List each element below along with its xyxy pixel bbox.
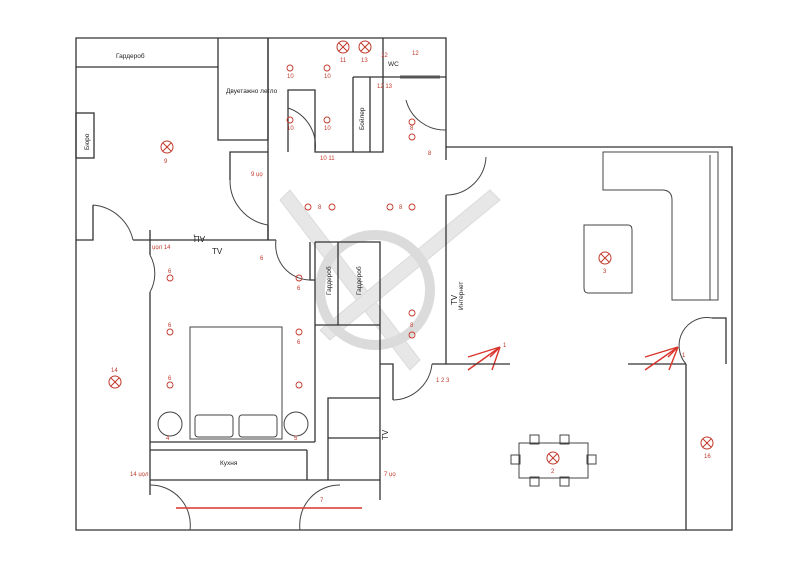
point-label: 14 ụọл bbox=[130, 472, 149, 478]
point-label: ụọл 14 bbox=[152, 245, 171, 251]
point-label: 8 bbox=[318, 205, 322, 211]
label-ac: АЦ bbox=[194, 234, 205, 243]
label-internet: Интернет bbox=[458, 282, 465, 310]
lamp-label: 2 bbox=[551, 469, 555, 475]
label-tv-3: TV bbox=[450, 294, 459, 305]
furniture bbox=[157, 151, 719, 487]
lamp-icon bbox=[108, 375, 122, 389]
corner-sofa bbox=[602, 151, 719, 301]
pillow bbox=[238, 414, 278, 438]
point-label: 8 bbox=[410, 323, 414, 329]
point-label: 10 bbox=[324, 74, 331, 80]
label-wardrobe-1: Гардероб bbox=[325, 266, 333, 295]
lamp-icon bbox=[336, 40, 350, 54]
point-label: 10 11 bbox=[320, 156, 335, 162]
lamp-label: 3 bbox=[603, 269, 607, 275]
point-label: 6 bbox=[297, 340, 301, 346]
lamp-label: 11 bbox=[340, 58, 347, 64]
label-desk: Бюро bbox=[84, 133, 91, 150]
pendant-light-wiring bbox=[176, 346, 679, 509]
lamp-icon bbox=[700, 436, 714, 450]
label-wardrobe-2: Гардероб bbox=[355, 266, 363, 295]
nightstand bbox=[283, 411, 309, 437]
point-label: 7 bbox=[320, 498, 324, 504]
point-label: 6 bbox=[168, 323, 172, 329]
label-kitchen: Кухня bbox=[220, 460, 238, 467]
point-label: 7 ụọ bbox=[384, 472, 396, 478]
point-label: 10 bbox=[287, 74, 294, 80]
lamp-icon bbox=[546, 451, 560, 465]
watermark-logo bbox=[279, 189, 501, 371]
point-label: 12 13 bbox=[377, 84, 393, 90]
coffee-table bbox=[583, 224, 633, 294]
walls bbox=[75, 37, 733, 531]
point-label: 6 bbox=[260, 256, 264, 262]
point-label: 6 bbox=[168, 376, 172, 382]
point-label: 12 bbox=[381, 53, 388, 59]
point-label: 9 ụọ bbox=[251, 172, 263, 178]
label-wc: WC bbox=[388, 61, 399, 68]
label-tv-1: TV bbox=[212, 247, 223, 256]
point-label: 8 bbox=[399, 205, 403, 211]
lamp-icon bbox=[598, 251, 612, 265]
pillow bbox=[194, 414, 234, 438]
point-label: 1 bbox=[682, 353, 686, 359]
point-label: 5 bbox=[294, 436, 298, 442]
point-label: 8 bbox=[410, 126, 414, 132]
dining-chairs bbox=[510, 434, 597, 487]
point-label: 6 bbox=[168, 269, 172, 275]
lamp-label: 13 bbox=[361, 58, 368, 64]
spot-lights bbox=[166, 64, 416, 389]
doors bbox=[92, 99, 713, 531]
point-label: 1 2 3 bbox=[436, 378, 450, 384]
point-label: 10 bbox=[287, 126, 294, 132]
lamp-icon bbox=[160, 140, 174, 154]
point-label: 4 bbox=[166, 436, 170, 442]
label-wardrobe-top: Гардероб bbox=[116, 52, 145, 60]
nightstand bbox=[157, 411, 183, 437]
lamp-label: 14 bbox=[111, 368, 118, 374]
lamp-label: 16 bbox=[704, 454, 711, 460]
label-tv-2: TV bbox=[381, 429, 390, 440]
point-label: 8 bbox=[428, 151, 432, 157]
point-label: 6 bbox=[297, 286, 301, 292]
lamp-icon bbox=[358, 40, 372, 54]
bed bbox=[189, 326, 283, 440]
label-bunk-bed: Двуетажно легло bbox=[226, 88, 278, 95]
point-label: 1 bbox=[503, 343, 507, 349]
lamp-label: 9 bbox=[164, 159, 168, 165]
label-boiler: Бойлер bbox=[358, 107, 366, 130]
dining-table bbox=[518, 442, 589, 479]
point-label: 12 bbox=[412, 51, 419, 57]
point-label: 10 bbox=[324, 126, 331, 132]
